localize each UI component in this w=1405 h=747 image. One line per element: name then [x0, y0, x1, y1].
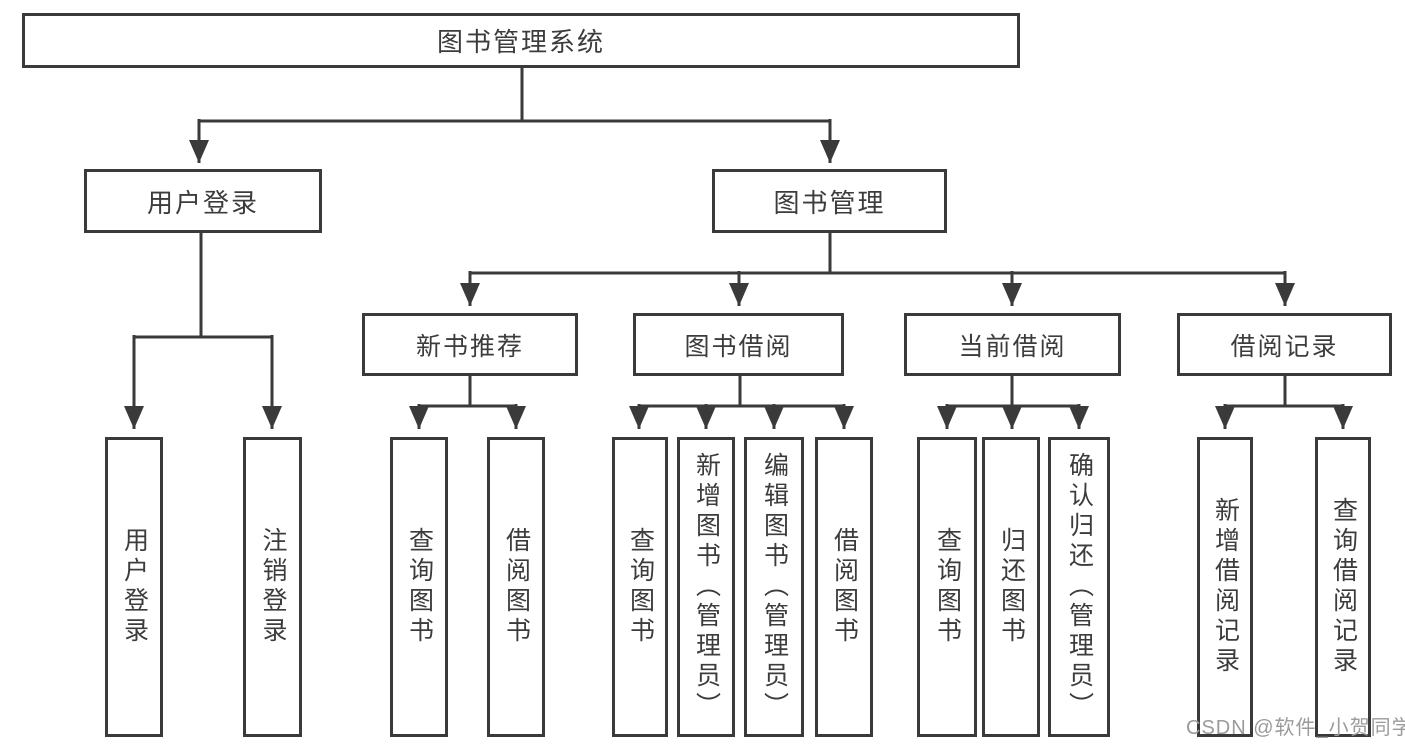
watermark-text: CSDN @软件_小贺同学 — [1186, 717, 1405, 739]
leaf-confirm-return-admin: 确认归还（管理员） — [1048, 437, 1110, 737]
leaf-label: 新增图书（管理员） — [692, 452, 721, 722]
leaf-label: 编辑图书（管理员） — [760, 452, 789, 722]
leaf-label: 新增借阅记录 — [1211, 497, 1240, 677]
leaf-borrow-books: 借阅图书 — [815, 437, 873, 737]
node-label: 用户登录 — [146, 187, 259, 218]
node-book-management: 图书管理 — [712, 169, 947, 233]
leaf-query-books-borrow: 查询图书 — [612, 437, 668, 737]
leaf-logout-login: 注销登录 — [243, 437, 302, 737]
leaf-label: 用户登录 — [120, 527, 149, 647]
leaf-label: 借阅图书 — [830, 527, 859, 647]
leaf-label: 查询图书 — [405, 527, 434, 647]
leaf-edit-book-admin: 编辑图书（管理员） — [744, 437, 804, 737]
node-borrow-records: 借阅记录 — [1177, 313, 1392, 376]
leaf-return-book: 归还图书 — [982, 437, 1040, 737]
leaf-add-book-admin: 新增图书（管理员） — [677, 437, 735, 737]
leaf-borrow-books-recommend: 借阅图书 — [487, 437, 545, 737]
node-label: 图书管理系统 — [436, 27, 605, 57]
node-label: 图书借阅 — [684, 332, 793, 361]
node-label: 图书管理 — [773, 187, 886, 218]
node-label: 当前借阅 — [958, 332, 1067, 361]
leaf-label: 查询借阅记录 — [1329, 497, 1358, 677]
node-label: 新书推荐 — [415, 332, 524, 361]
leaf-query-borrow-record: 查询借阅记录 — [1315, 437, 1371, 737]
leaf-label: 归还图书 — [997, 527, 1026, 647]
leaf-label: 确认归还（管理员） — [1065, 452, 1094, 722]
leaf-query-books-recommend: 查询图书 — [390, 437, 448, 737]
node-book-borrow: 图书借阅 — [633, 313, 844, 376]
node-new-book-recommend: 新书推荐 — [362, 313, 578, 376]
node-library-system: 图书管理系统 — [22, 13, 1020, 68]
node-user-login: 用户登录 — [84, 169, 322, 233]
node-current-borrow: 当前借阅 — [904, 313, 1121, 376]
leaf-label: 查询图书 — [626, 527, 655, 647]
leaf-add-borrow-record: 新增借阅记录 — [1197, 437, 1253, 737]
node-label: 借阅记录 — [1230, 332, 1339, 361]
leaf-label: 查询图书 — [933, 527, 962, 647]
leaf-query-books-current: 查询图书 — [917, 437, 977, 737]
connector-group — [124, 68, 1353, 429]
leaf-label: 借阅图书 — [502, 527, 531, 647]
leaf-user-login: 用户登录 — [105, 437, 163, 737]
leaf-label: 注销登录 — [259, 527, 287, 647]
